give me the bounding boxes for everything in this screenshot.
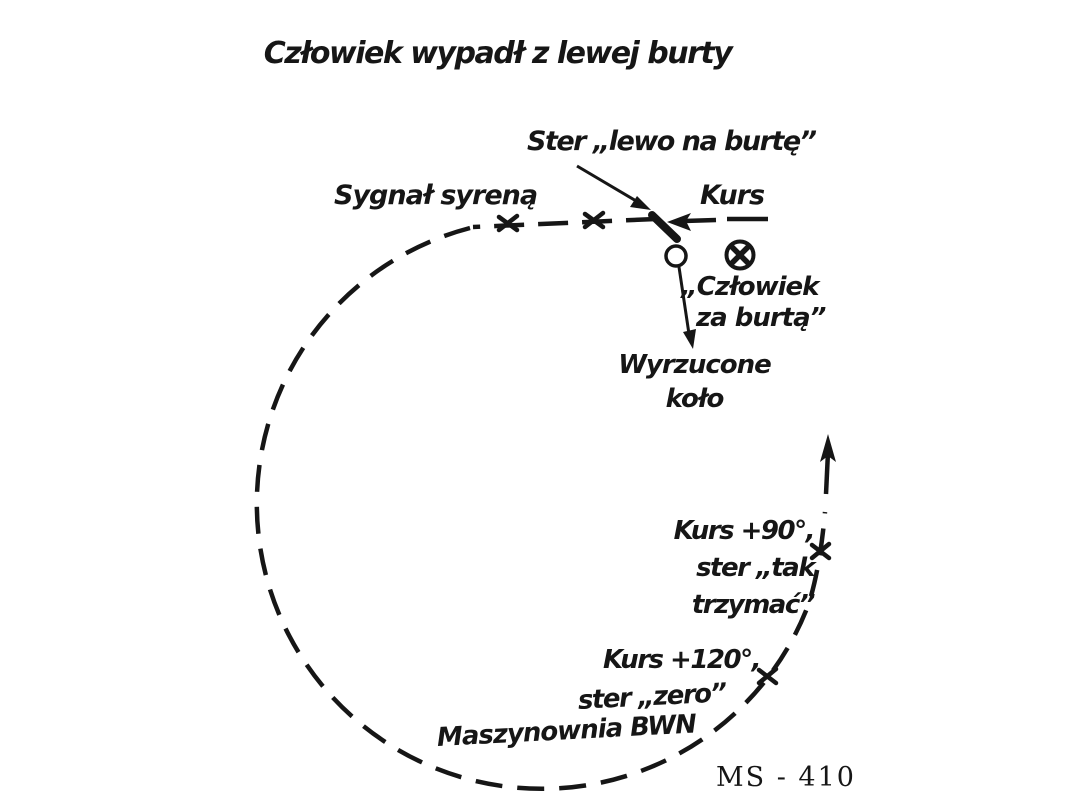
rudder-hard-over-mark: [648, 211, 681, 243]
course-label: Kurs: [700, 180, 765, 211]
rudder-annotation-arrow-head-icon: [630, 196, 651, 210]
course-plus-90-label-line3: trzymać”: [691, 590, 816, 620]
man-overboard-label-line2: za burtą”: [696, 303, 826, 333]
course-plus-90-label-line2: ster „tak: [696, 553, 815, 583]
final-course-arrow-head-icon: [820, 434, 836, 462]
course-plus-90-label: Kurs +90°, ster „tak trzymać”: [664, 513, 816, 624]
lifebuoy-marker-icon: [664, 244, 688, 268]
track-fix-course-plus-120-icon: [756, 666, 779, 686]
course-plus-90-label-line1: Kurs +90°,: [673, 516, 816, 546]
course-arrow-shaft: [683, 217, 717, 224]
course-arrow-head-icon: [667, 213, 691, 231]
lifebuoy-label: Wyrzucone koło: [612, 348, 777, 416]
rudder-command-label: Ster „lewo na burtę”: [527, 126, 817, 157]
lifebuoy-drop-arrow-head-icon: [683, 329, 696, 349]
man-overboard-label-line1: „Człowiek: [681, 272, 819, 302]
track-fix-turn-start-icon: [582, 210, 606, 230]
man-overboard-label: „Człowiek za burtą”: [681, 272, 826, 334]
diagram-title: Człowiek wypadł z lewej burty: [263, 36, 733, 71]
course-plus-120-label: Kurs +120°,: [602, 645, 762, 675]
siren-signal-label: Sygnał syreną: [334, 180, 538, 211]
man-overboard-marker-icon: [724, 239, 756, 271]
lifebuoy-label-line1: Wyrzucone: [618, 350, 772, 380]
figure-code-label: MS - 410: [716, 762, 856, 793]
turning-circle-dashed-track: [254, 225, 828, 792]
rudder-annotation-arrow-shaft: [576, 164, 644, 207]
lifebuoy-label-line2: koło: [665, 384, 725, 414]
track-fix-siren-signal-icon: [496, 213, 520, 233]
lifebuoy-drop-arrow-shaft: [677, 266, 691, 335]
track-fix-course-plus-90-icon: [809, 541, 832, 561]
final-course-arrow-shaft: [823, 451, 831, 495]
